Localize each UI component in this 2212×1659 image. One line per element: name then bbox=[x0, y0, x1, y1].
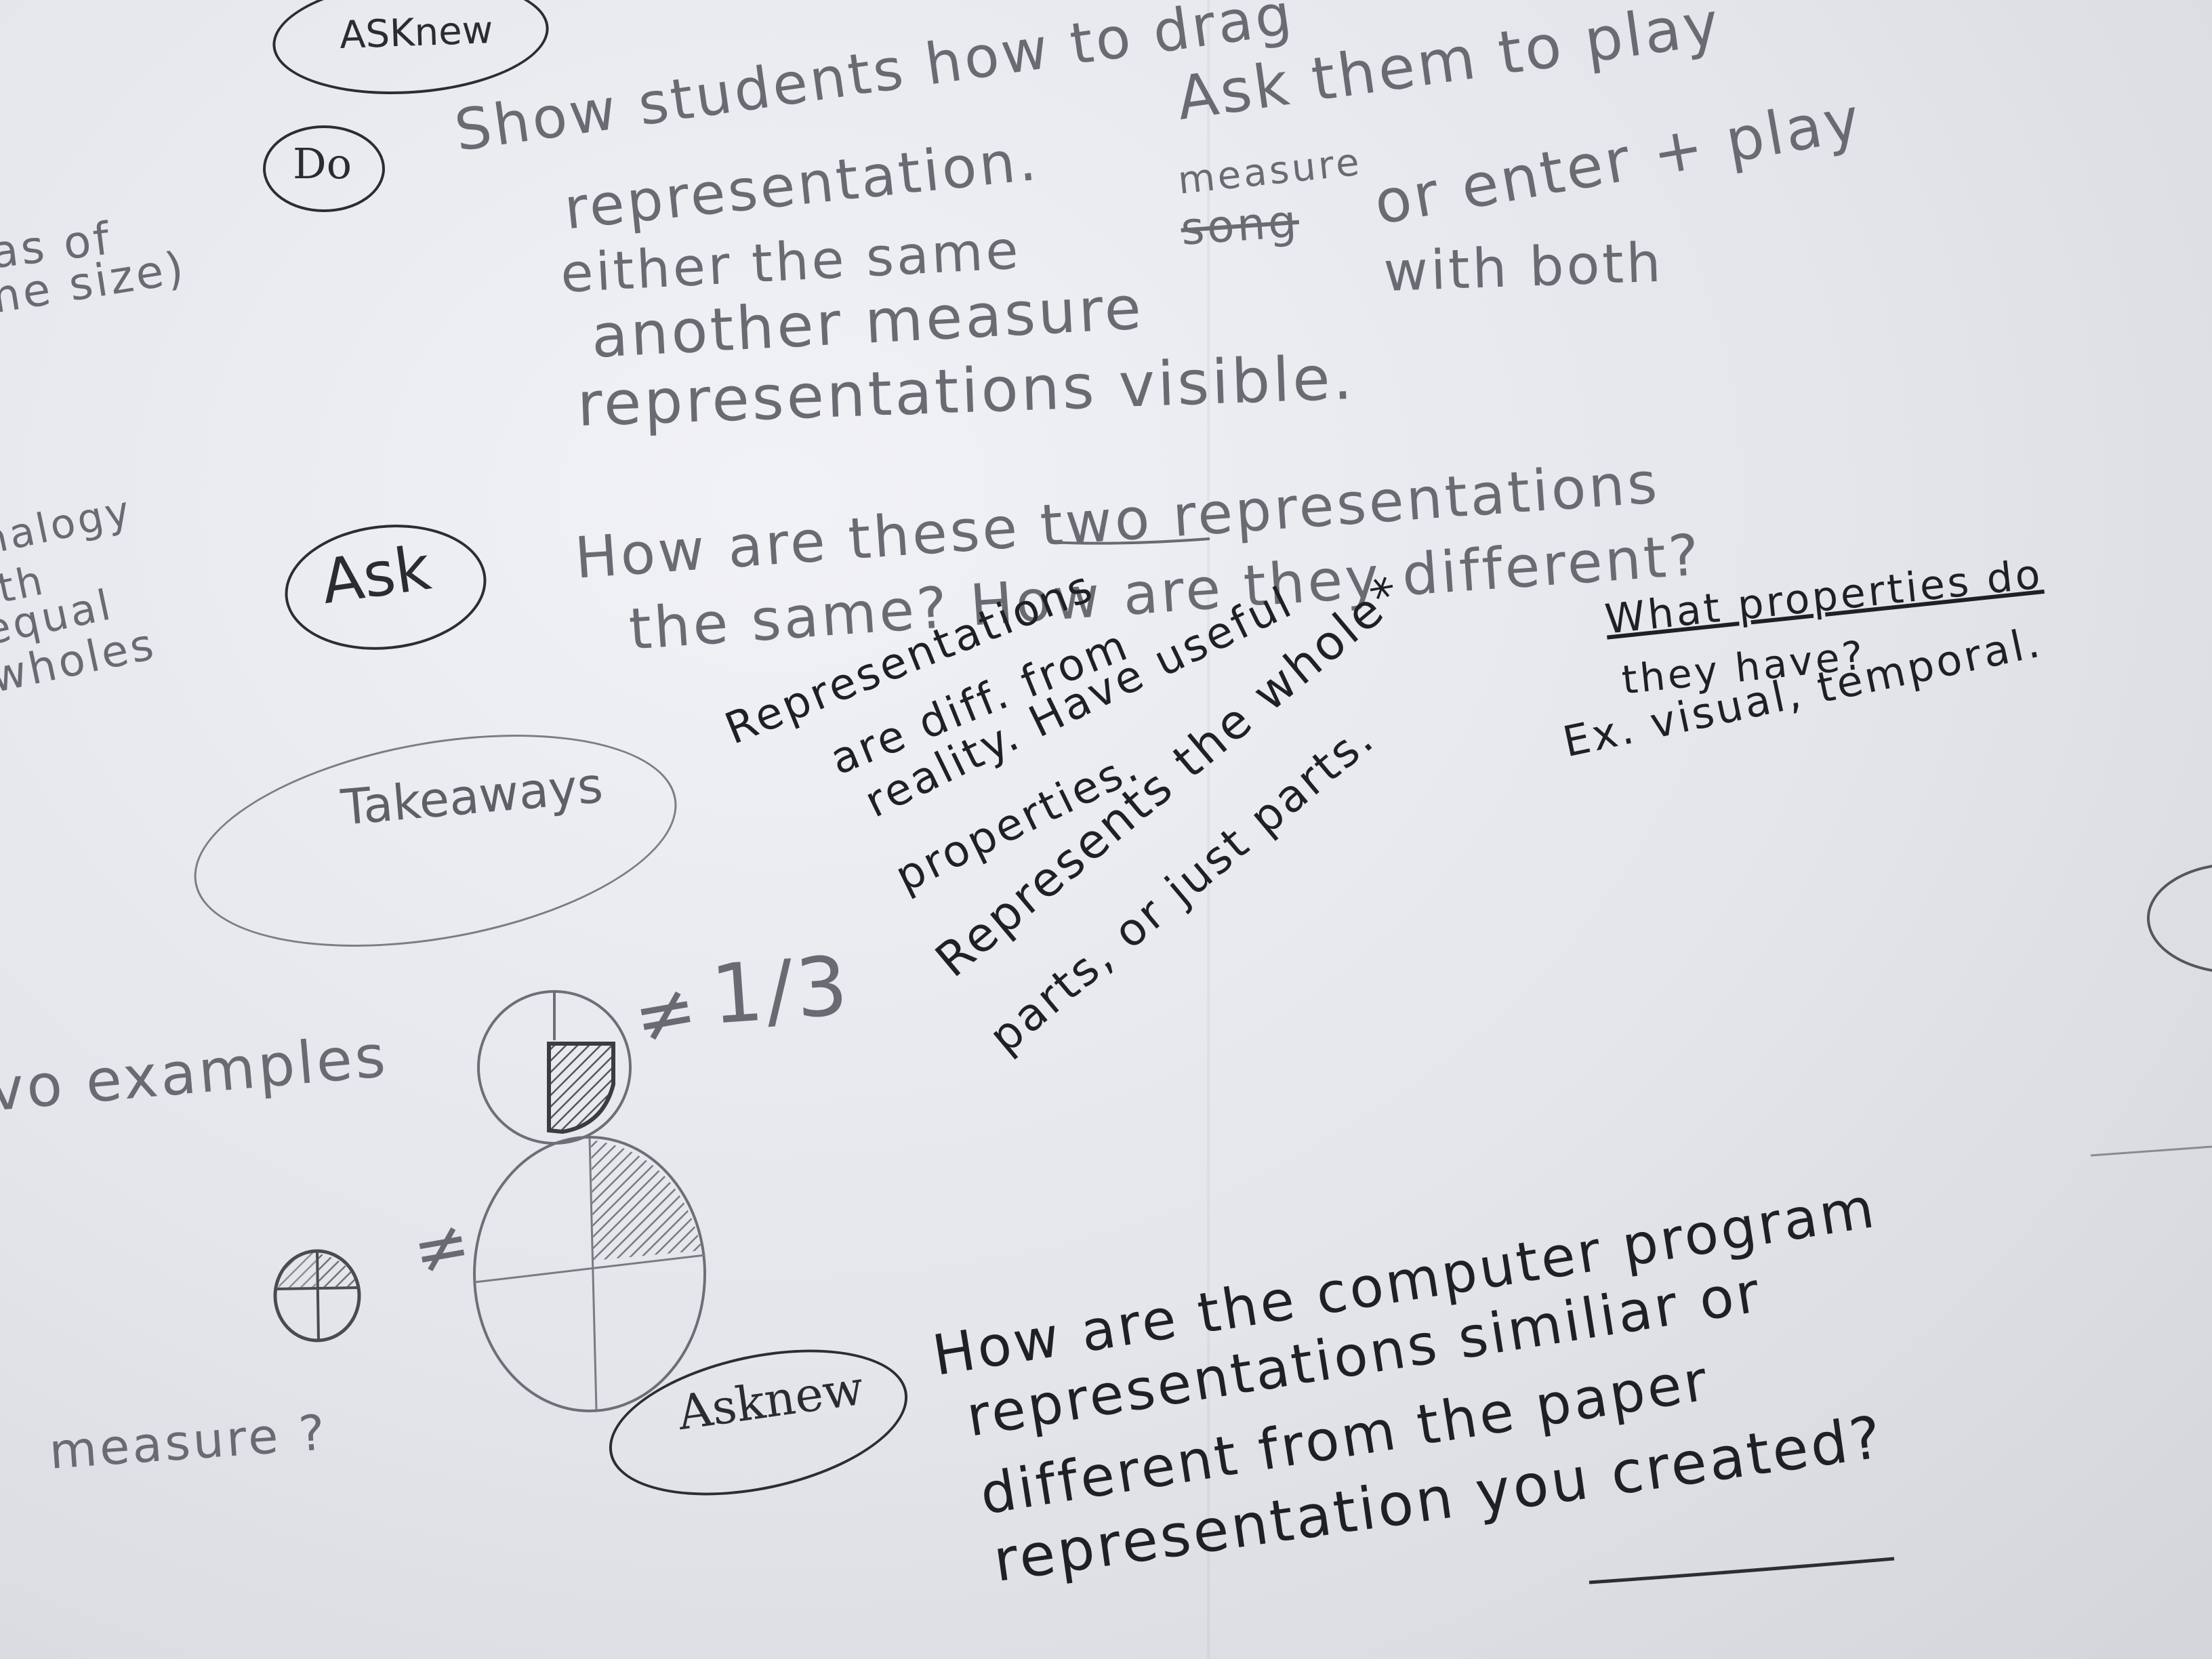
quarter-circle-sketch bbox=[473, 1136, 706, 1412]
do-label: Do bbox=[293, 139, 352, 188]
partial-ring-right bbox=[2147, 865, 2212, 972]
stray-line-right bbox=[2090, 1145, 2212, 1157]
paper-fold bbox=[1206, 0, 1210, 1659]
tiny-circle-sketch bbox=[273, 1249, 361, 1343]
underline-you-created bbox=[1589, 1557, 1895, 1584]
third-circle-sketch bbox=[477, 990, 632, 1145]
underline-these bbox=[1050, 537, 1210, 545]
do-ring bbox=[263, 125, 385, 212]
